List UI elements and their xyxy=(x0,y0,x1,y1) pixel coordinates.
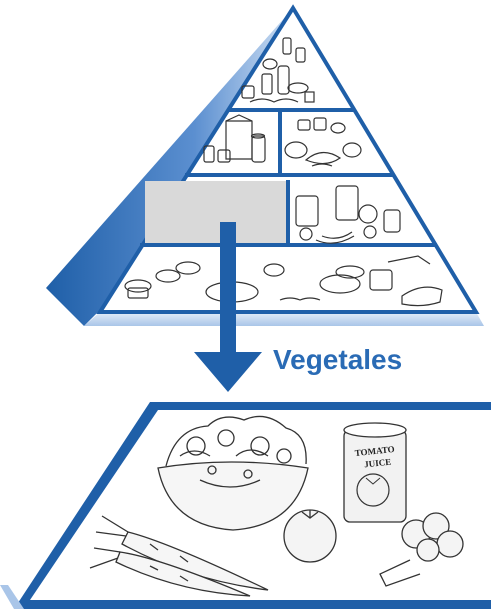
pyramid-left-face xyxy=(46,8,293,326)
salad-bowl-sketch xyxy=(157,415,309,531)
broccoli-sketch xyxy=(379,512,464,587)
fats-sweets-sketch xyxy=(241,37,315,103)
can-label-line2: JUICE xyxy=(364,457,392,470)
can-label-line1: TOMATO xyxy=(354,444,395,458)
carrots-sketch xyxy=(89,515,269,597)
down-arrow-icon xyxy=(194,222,262,392)
pyramid xyxy=(46,4,484,326)
panel-bottom-edge xyxy=(0,585,24,609)
category-label: Vegetales xyxy=(273,344,403,375)
tomato-juice-can: TOMATO JUICE xyxy=(343,422,407,523)
dairy-sketch xyxy=(203,114,266,163)
tomato-sketch xyxy=(283,509,337,563)
vegetables-panel: TOMATO JUICE xyxy=(0,402,491,609)
pyramid-base-edge xyxy=(84,312,484,326)
protein-sketch xyxy=(284,117,362,167)
fruits-sketch xyxy=(295,185,401,244)
vegetables-tier-highlight xyxy=(145,181,286,243)
